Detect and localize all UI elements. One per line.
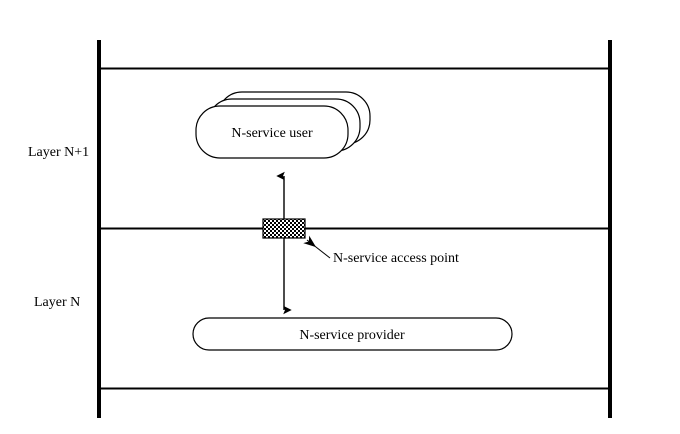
layer-label-n-plus-1: Layer N+1 [28, 145, 89, 160]
n-service-provider-node[interactable]: N-service provider [192, 317, 513, 351]
n-service-provider-box [192, 317, 513, 351]
frame-rules [98, 67, 611, 390]
n-service-user-node[interactable]: N-service user [195, 91, 371, 159]
n-service-access-point-box [262, 218, 306, 239]
n-service-access-point-label: N-service access point [333, 251, 459, 266]
frame-pillars [97, 40, 612, 418]
callout-leader-line [303, 235, 331, 259]
n-service-access-point[interactable] [262, 218, 306, 239]
n-service-access-point-callout: N-service access point [303, 235, 459, 266]
n-service-user-label: N-service user [231, 126, 313, 141]
layer-label-n: Layer N [34, 295, 80, 310]
n-service-provider-label: N-service provider [299, 328, 405, 343]
n-service-user-stack-sheet-1 [195, 105, 349, 159]
